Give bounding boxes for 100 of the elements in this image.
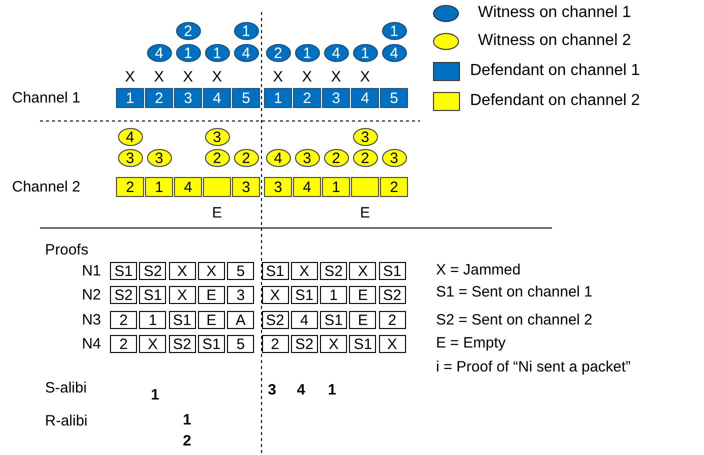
defendant-slot: 3 — [174, 88, 202, 108]
jam-mark: X — [212, 70, 222, 84]
defendant-slot: 4 — [351, 88, 379, 108]
table-cell: X — [349, 262, 376, 280]
jam-mark: X — [154, 70, 164, 84]
table-cell: X — [198, 262, 225, 280]
defendant-slot: 2 — [116, 177, 144, 197]
alibi-number: 1 — [328, 382, 336, 398]
table-cell: S2 — [110, 286, 137, 304]
key-text: S2 = Sent on channel 2 — [436, 312, 592, 328]
table-cell: S2 — [168, 335, 196, 353]
table-cell: S2 — [378, 286, 406, 304]
table-cell: 1 — [320, 286, 348, 304]
table-cell: 1 — [139, 311, 166, 329]
row-label: Channel 2 — [12, 180, 80, 194]
defendant-slot: 3 — [232, 177, 260, 197]
defendant-slot: 1 — [116, 88, 144, 108]
witness-ellipse: 4 — [118, 128, 142, 146]
defendant-slot: 5 — [380, 88, 408, 108]
jam-mark: X — [302, 70, 312, 84]
defendant-slot: 3 — [264, 177, 292, 197]
legend-text: Witness on channel 1 — [478, 5, 631, 21]
alibi-number: 2 — [182, 434, 192, 448]
defendant-slot: 1 — [145, 177, 173, 197]
table-cell: S1 — [290, 286, 318, 304]
witness-ellipse: 3 — [294, 149, 320, 167]
defendant-slot: 2 — [293, 88, 321, 108]
defendant-slot — [351, 177, 379, 197]
empty-mark: E — [212, 206, 222, 220]
table-cell: 2 — [110, 311, 137, 329]
defendant-slot: 3 — [322, 88, 350, 108]
witness-ellipse: 2 — [324, 149, 348, 167]
table-cell: E — [198, 286, 225, 304]
key-text: X = Jammed — [436, 262, 521, 278]
witness-ellipse: 1 — [176, 44, 200, 62]
alibi-number: 3 — [268, 382, 276, 398]
table-cell: X — [168, 286, 196, 304]
table-cell: X — [320, 335, 348, 353]
table-cell: 5 — [227, 335, 254, 353]
key-text: E = Empty — [436, 336, 506, 350]
witness-ellipse: 2 — [176, 22, 200, 40]
witness-ellipse: 4 — [324, 44, 348, 62]
defendant-slot: 1 — [322, 177, 350, 197]
witness-ellipse: 4 — [234, 44, 258, 62]
table-cell: 5 — [227, 262, 254, 280]
jam-mark: X — [360, 70, 370, 84]
defendant-slot: 5 — [232, 88, 260, 108]
witness-ellipse: 4 — [266, 149, 290, 167]
table-cell: S2 — [262, 311, 288, 329]
table-cell: S1 — [110, 262, 137, 280]
defendant-slot: 1 — [264, 88, 292, 108]
row-label: N4 — [82, 336, 101, 352]
witness-ellipse: 4 — [382, 44, 406, 62]
witness-ellipse: 2 — [266, 44, 290, 62]
table-cell: S1 — [349, 335, 376, 353]
witness-ellipse: 1 — [352, 44, 378, 62]
jam-mark: X — [331, 70, 341, 84]
section-heading: Proofs — [45, 242, 88, 258]
defendant-slot: 4 — [174, 177, 202, 197]
table-cell: S1 — [198, 335, 225, 353]
alibi-number: 1 — [150, 388, 160, 402]
table-cell: X — [139, 335, 166, 353]
witness-ellipse: 3 — [146, 149, 172, 167]
table-cell: X — [262, 286, 288, 304]
defendant-slot: 4 — [203, 88, 231, 108]
jam-mark: X — [125, 70, 135, 84]
table-cell: 4 — [290, 311, 318, 329]
defendant-slot: 2 — [380, 177, 408, 197]
witness-ellipse: 3 — [204, 128, 230, 146]
witness-ellipse: 4 — [146, 44, 172, 62]
key-text: S1 = Sent on channel 1 — [436, 284, 592, 300]
table-cell: S1 — [139, 286, 166, 304]
alibi-number: 1 — [182, 412, 192, 428]
table-cell: S1 — [168, 311, 196, 329]
jam-mark: X — [273, 70, 283, 84]
witness-ellipse: 3 — [352, 128, 378, 146]
table-cell: X — [378, 335, 406, 353]
table-cell: 2 — [262, 335, 288, 353]
row-label: S-alibi — [45, 380, 87, 396]
witness-ellipse: 1 — [204, 44, 230, 62]
row-label: N1 — [82, 264, 101, 278]
table-cell: E — [198, 311, 225, 329]
jam-mark: X — [183, 70, 193, 84]
table-cell: X — [168, 262, 196, 280]
row-label: R-alibi — [45, 414, 88, 428]
witness-ellipse: 1 — [294, 44, 320, 62]
witness-ellipse: 3 — [382, 149, 406, 167]
witness-ellipse: 2 — [204, 149, 230, 167]
table-cell: E — [349, 311, 376, 329]
legend-text: Witness on channel 2 — [478, 33, 631, 49]
table-cell: S2 — [290, 335, 318, 353]
alibi-number: 4 — [296, 382, 306, 398]
row-label: N2 — [82, 288, 101, 302]
defendant-slot: 4 — [293, 177, 321, 197]
row-label: N3 — [82, 312, 101, 328]
table-cell: A — [227, 311, 254, 329]
empty-mark: E — [360, 206, 370, 220]
defendant-slot: 2 — [145, 88, 173, 108]
table-cell: X — [290, 262, 318, 280]
legend-text: Defendant on channel 2 — [470, 93, 640, 109]
